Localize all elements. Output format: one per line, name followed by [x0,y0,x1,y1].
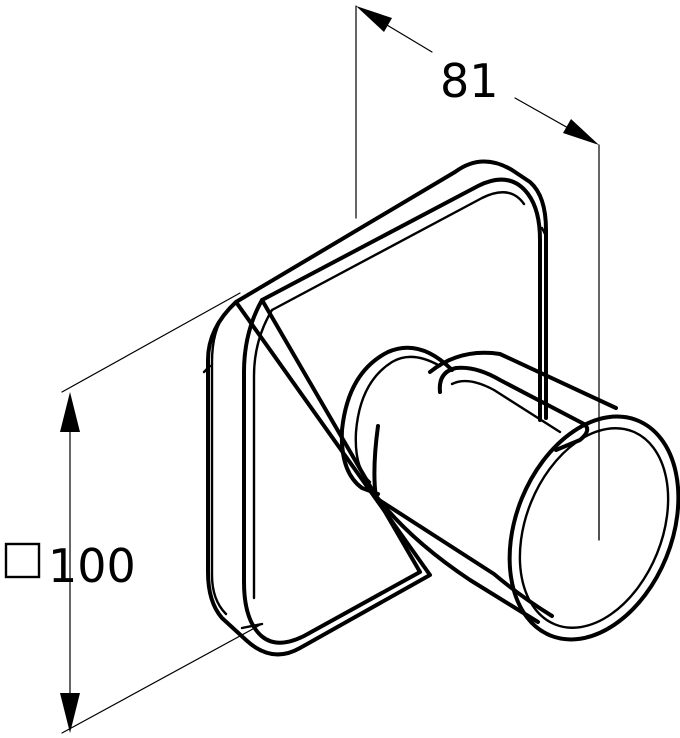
size-extension-line-bottom [61,623,263,734]
plate-tick-bottom [240,622,264,630]
knob-body-lower [374,494,540,624]
plate-front-bevel [252,191,526,600]
knob-collar [339,345,454,496]
wall-plate [202,159,548,657]
knob-slot [437,365,590,452]
size-label: 100 [48,539,136,593]
depth-dimension: 81 [355,5,600,541]
knob-end-cap-inner [518,427,670,629]
knob-collar-inner [354,355,442,484]
depth-arrow-right [563,119,599,145]
depth-label: 81 [440,54,499,108]
knob-end-cap [507,414,680,642]
depth-arrow-left [356,6,392,32]
plate-outer-edge [206,159,548,657]
plate-front-face [242,177,542,645]
plate-side-edge [210,310,228,616]
plate-tick-right [540,226,548,238]
knob [339,345,680,642]
square-symbol-icon [4,542,41,579]
knob-slot-inner [450,379,562,434]
size-dimension: 100 [4,292,263,734]
size-extension-line-top [61,292,241,393]
plate-tick-left [202,364,212,374]
size-arrow-top [60,392,80,432]
size-arrow-bottom [60,693,80,733]
